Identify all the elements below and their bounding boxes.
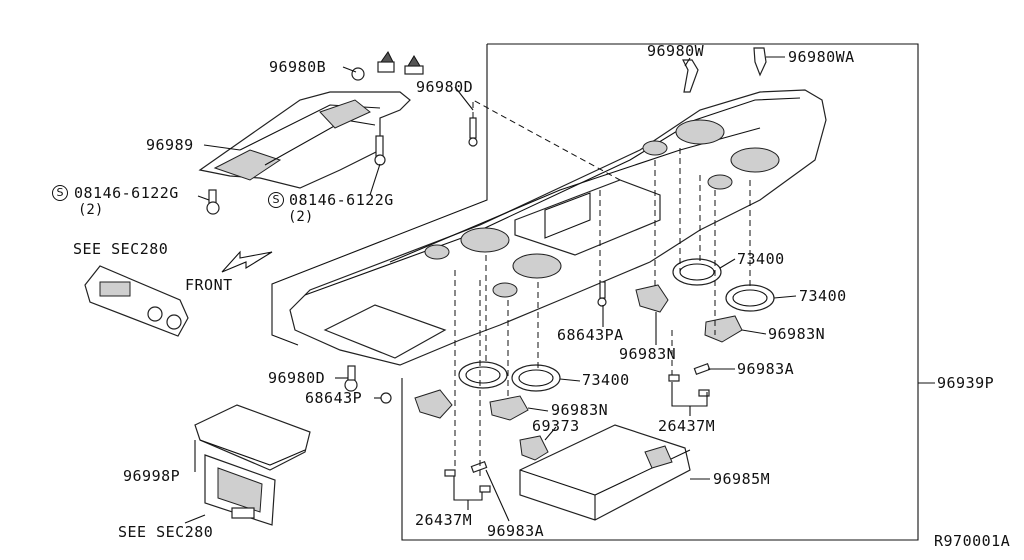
label-96989: 96989	[146, 136, 194, 154]
vent-hole-1	[675, 119, 725, 145]
assembly-frame	[271, 43, 919, 541]
label-96983A-b: 96983A	[487, 522, 545, 540]
label-96980D-bot: 96980D	[268, 369, 326, 387]
vent-hole-4	[512, 253, 562, 279]
assembly-lines	[454, 99, 751, 480]
front-label: FRONT	[185, 276, 233, 294]
bracket-assembly	[198, 91, 411, 189]
label-96980W: 96980W	[647, 42, 705, 60]
vent-hole-2	[730, 147, 780, 173]
lamp-opening	[323, 304, 447, 359]
console-housing	[289, 89, 827, 366]
vent-ring-a	[672, 258, 722, 286]
leader-lines	[184, 56, 797, 524]
label-73400-c: 73400	[582, 371, 630, 389]
front-arrow	[221, 250, 273, 273]
storage-box	[519, 424, 691, 521]
small-parts	[444, 363, 711, 493]
label-96980WA: 96980WA	[788, 48, 855, 66]
screw-symbol-left: S	[52, 185, 68, 201]
vent-ring-d	[511, 364, 561, 392]
vent-rings	[458, 258, 775, 392]
switch-panel	[84, 265, 189, 337]
label-26437M-b: 26437M	[415, 511, 473, 529]
vent-hole-7	[707, 174, 733, 190]
clip-96980B	[351, 51, 424, 81]
reference-sec280-bottom: SEE SEC280	[118, 523, 214, 541]
label-73400-a: 73400	[737, 250, 785, 268]
label-96939P: 96939P	[937, 374, 995, 392]
label-screw-left: 08146-6122G	[74, 184, 179, 202]
vent-hole-3	[460, 227, 510, 253]
vent-hole-5	[424, 244, 450, 260]
vent-mechanisms	[414, 284, 743, 461]
drawing-number: R970001A	[934, 532, 1011, 550]
label-73400-b: 73400	[799, 287, 847, 305]
monitor-assembly	[194, 404, 311, 526]
label-96983A-a: 96983A	[737, 360, 795, 378]
clip-96980W	[682, 47, 767, 93]
label-68643PA: 68643PA	[557, 326, 624, 344]
label-96983N-c: 96983N	[551, 401, 609, 419]
vent-ring-c	[458, 361, 508, 389]
label-96983N-a: 96983N	[768, 325, 826, 343]
label-screw-right: 08146-6122G	[289, 191, 394, 209]
vent-hole-6	[642, 140, 668, 156]
label-26437M-a: 26437M	[658, 417, 716, 435]
label-69373: 69373	[532, 417, 580, 435]
screw-symbol-right: S	[268, 192, 284, 208]
label-96980B: 96980B	[269, 58, 327, 76]
qty-screw-left: (2)	[78, 202, 104, 218]
reference-sec280-top: SEE SEC280	[73, 240, 169, 258]
label-96998P: 96998P	[123, 467, 181, 485]
vent-hole-8	[492, 282, 518, 298]
qty-screw-right: (2)	[288, 209, 314, 225]
screws	[206, 117, 607, 404]
label-96985M: 96985M	[713, 470, 771, 488]
label-96983N-b: 96983N	[619, 345, 677, 363]
label-96980D-top: 96980D	[416, 78, 474, 96]
label-68643P: 68643P	[305, 389, 363, 407]
